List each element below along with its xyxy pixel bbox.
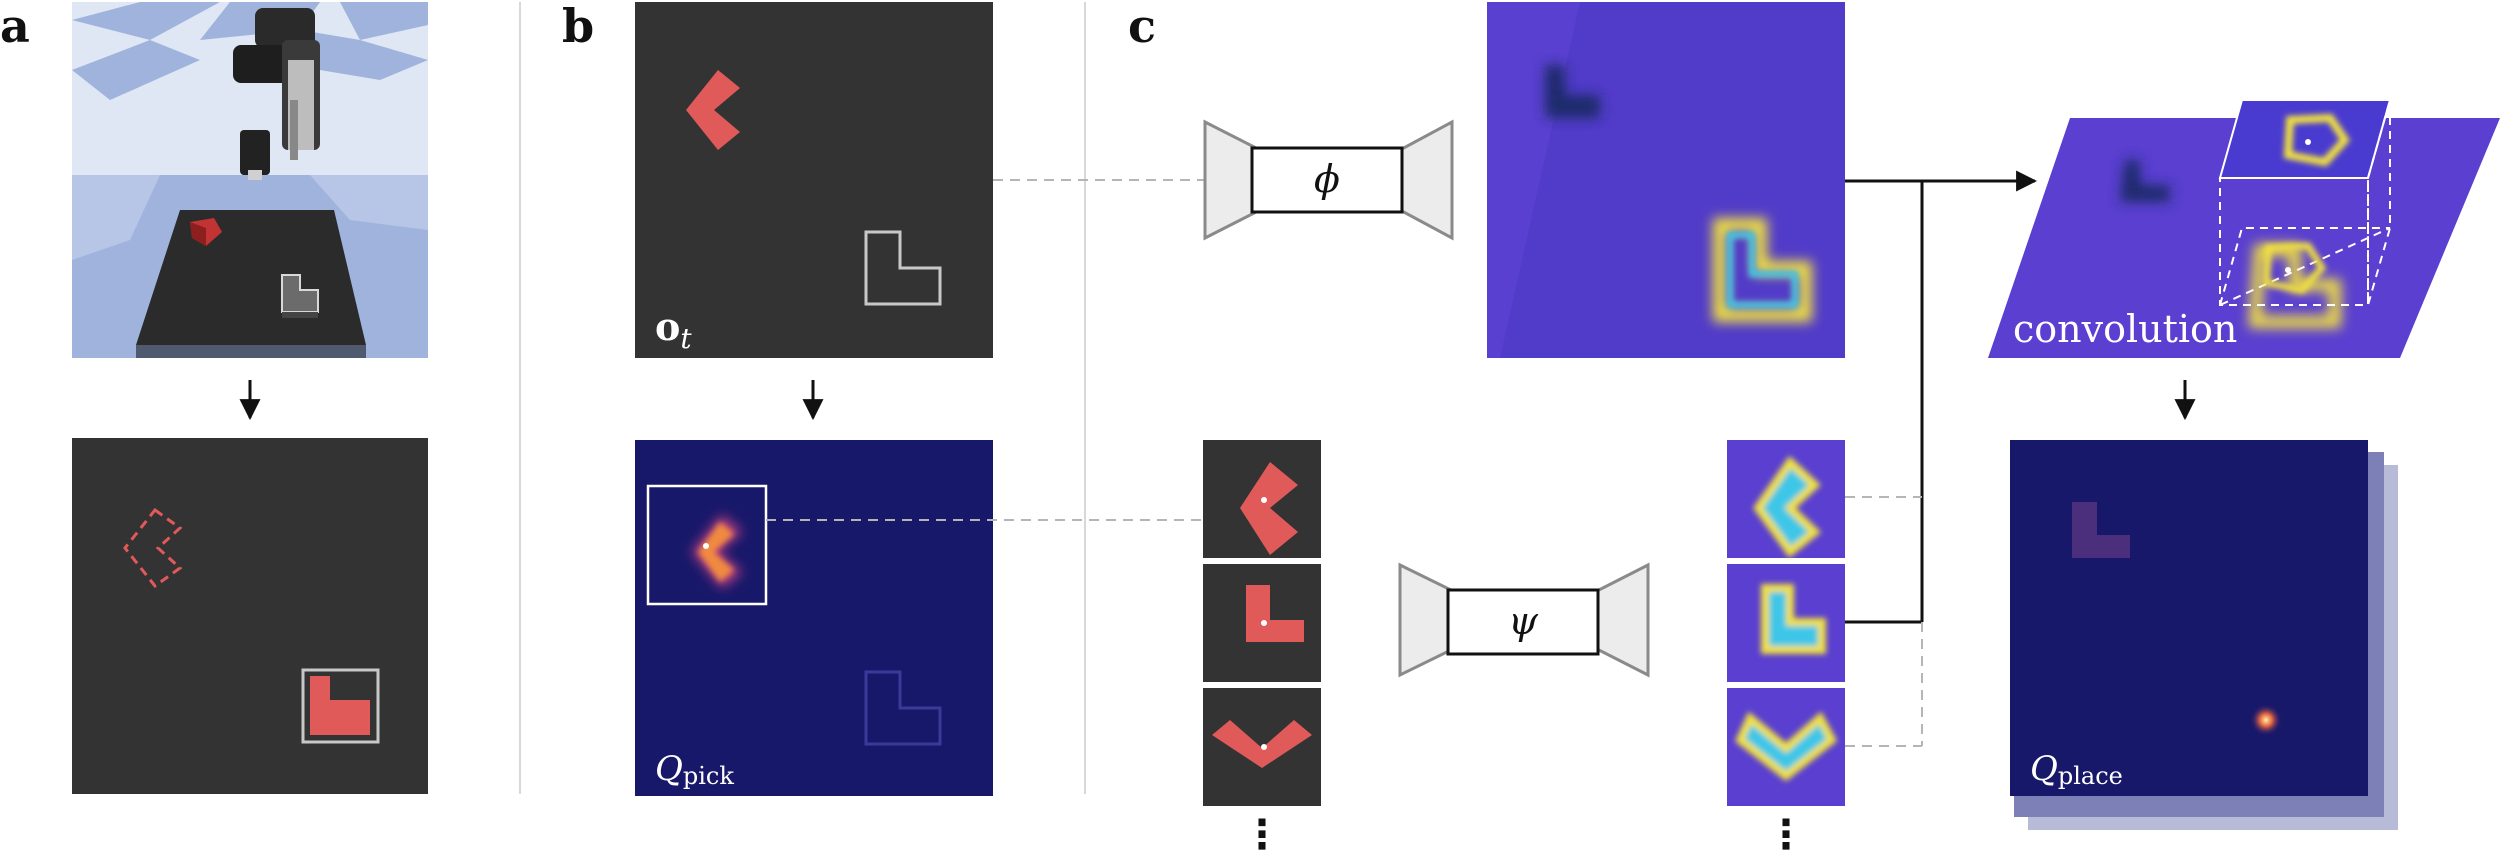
panel-a-letter: a: [0, 0, 30, 53]
red-block-3d: [190, 218, 222, 246]
faint-l-shape: [2072, 502, 2130, 558]
panel-b-letter: b: [562, 0, 594, 53]
gray-target-3d: [281, 274, 319, 318]
psi-label: ψ: [1508, 599, 1539, 643]
phi-network: ϕ: [1203, 119, 1454, 241]
robot-arm: [233, 8, 320, 180]
top-down-goal-image: [72, 438, 428, 794]
red-chevron: [686, 70, 740, 150]
faint-l-outline: [864, 670, 942, 746]
psi-network: ψ: [1398, 562, 1650, 678]
obs-label: ot: [655, 304, 692, 355]
observation-image: ot: [635, 2, 993, 358]
psi-kernels: ⋮: [1727, 440, 1845, 853]
panel-c-letter: c: [1128, 0, 1156, 53]
panel-b: b ot Qpick: [562, 0, 993, 796]
convolution-visual: convolution: [1988, 99, 2500, 358]
kernel-cube: [2218, 99, 2392, 307]
pick-heatmap: Qpick: [635, 440, 993, 796]
simulation-image: [72, 2, 428, 358]
pick-label: Qpick: [655, 749, 734, 790]
gray-target-box: [301, 668, 380, 744]
phi-feature-map: [1487, 2, 1845, 358]
phi-label: ϕ: [1314, 157, 1340, 201]
place-heatmap-stack: Qplace: [2010, 440, 2398, 830]
rotated-crops: ⋮: [1203, 440, 1321, 853]
rotations-ellipsis: ⋮: [1242, 812, 1282, 853]
place-point: [2250, 704, 2282, 736]
red-l-block: [310, 676, 370, 735]
dashed-chevron-outline: [123, 507, 183, 589]
kernels-ellipsis: ⋮: [1766, 812, 1806, 853]
gray-l-outline: [864, 230, 942, 306]
place-label: Qplace: [2030, 749, 2123, 790]
pick-crop-box: [646, 484, 768, 606]
convolution-label: convolution: [2013, 307, 2237, 351]
panel-c: c ϕ: [766, 0, 2500, 853]
pick-point: [703, 543, 709, 549]
panel-a: a: [0, 0, 428, 794]
